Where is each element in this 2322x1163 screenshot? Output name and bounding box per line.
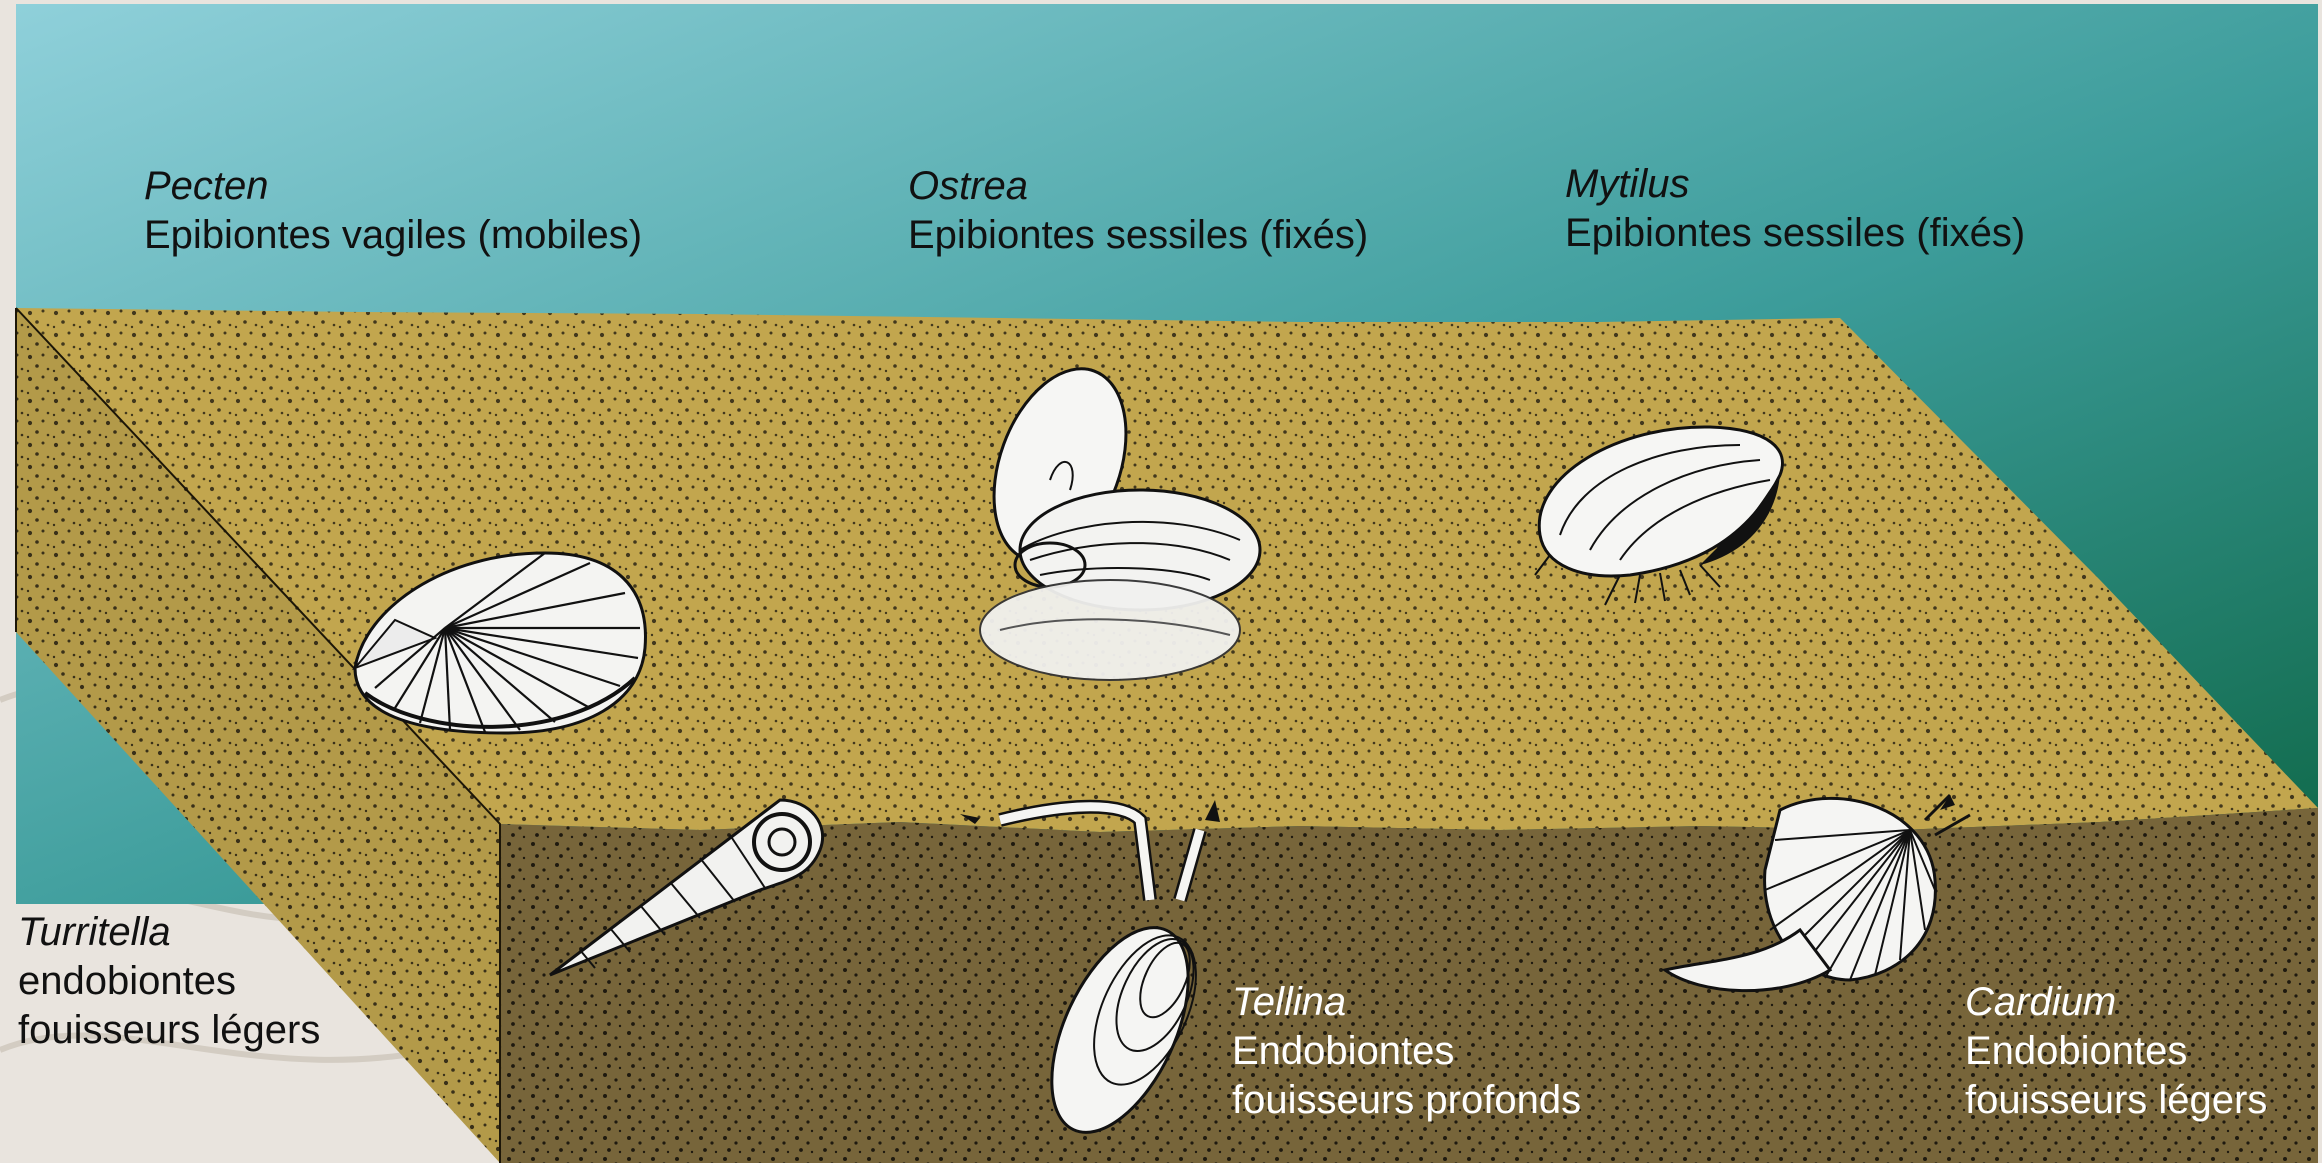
- ecology-description-line: fouisseurs profonds: [1232, 1076, 1581, 1125]
- label-tellina: Tellina Endobiontes fouisseurs profonds: [1232, 978, 1581, 1124]
- ecology-description-line: fouisseurs légers: [18, 1006, 320, 1055]
- ecology-description: Epibiontes sessiles (fixés): [908, 211, 1368, 260]
- label-cardium: Cardium Endobiontes fouisseurs légers: [1965, 978, 2267, 1124]
- ecology-description-line: Endobiontes: [1232, 1027, 1581, 1076]
- genus-name: Ostrea: [908, 162, 1368, 211]
- ecology-description-line: Endobiontes: [1965, 1027, 2267, 1076]
- genus-name: Mytilus: [1565, 160, 2025, 209]
- ecology-description: Epibiontes sessiles (fixés): [1565, 209, 2025, 258]
- ecology-description-line: fouisseurs légers: [1965, 1076, 2267, 1125]
- ecology-description-line: endobiontes: [18, 957, 320, 1006]
- label-ostrea: Ostrea Epibiontes sessiles (fixés): [908, 162, 1368, 260]
- label-mytilus: Mytilus Epibiontes sessiles (fixés): [1565, 160, 2025, 258]
- genus-name: Tellina: [1232, 978, 1581, 1027]
- genus-name: Cardium: [1965, 978, 2267, 1027]
- ecology-description: Epibiontes vagiles (mobiles): [144, 211, 642, 260]
- label-turritella: Turritella endobiontes fouisseurs légers: [18, 908, 320, 1054]
- genus-name: Pecten: [144, 162, 642, 211]
- label-pecten: Pecten Epibiontes vagiles (mobiles): [144, 162, 642, 260]
- genus-name: Turritella: [18, 908, 320, 957]
